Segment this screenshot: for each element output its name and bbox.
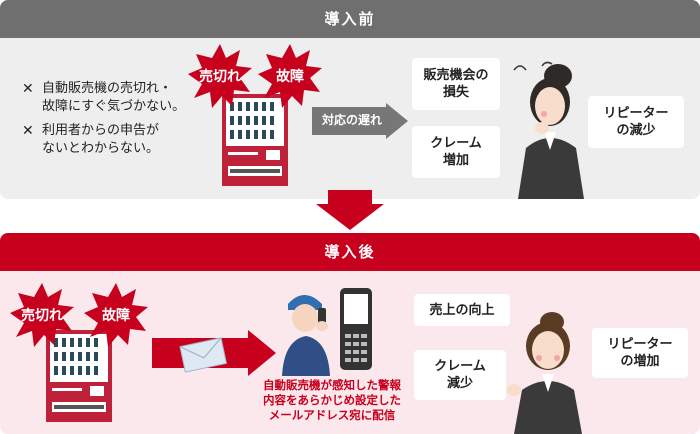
worried-woman-illustration xyxy=(513,61,584,199)
before-bullet-1: ✕ 自動販売機の売切れ・ 故障にすぐ気づかない。 xyxy=(22,80,212,116)
mobile-phone-icon xyxy=(340,288,372,370)
before-header: 導入前 xyxy=(0,0,700,38)
cross-icon: ✕ xyxy=(22,123,34,139)
mail-icon xyxy=(179,337,228,373)
cross-icon: ✕ xyxy=(22,81,34,97)
burst-failure: 故障 xyxy=(102,308,130,324)
vending-machine-icon xyxy=(222,94,288,186)
after-header: 導入後 xyxy=(0,233,700,271)
vending-machine-icon xyxy=(46,330,112,422)
burst-sold-out: 売切れ xyxy=(21,308,63,324)
bullet-text: 自動販売機の売切れ・ 故障にすぐ気づかない。 xyxy=(42,81,186,114)
bubble-opportunity-loss: 販売機会の 損失 xyxy=(412,58,500,110)
burst-shape xyxy=(10,283,74,347)
burst-shape xyxy=(188,44,252,108)
delay-label: 対応の遅れ xyxy=(321,113,382,127)
bubble-repeater-decrease: リピーター の減少 xyxy=(588,96,684,148)
happy-woman-illustration xyxy=(507,312,582,434)
arrow-down-icon xyxy=(316,190,384,230)
burst-sold-out: 売切れ xyxy=(199,69,241,85)
arrow-right-icon xyxy=(312,103,408,139)
bullet-text: 利用者からの申告が ないとわからない。 xyxy=(42,123,160,156)
bubble-sales-increase: 売上の向上 xyxy=(414,294,510,326)
bubble-repeater-increase: リピーター の増加 xyxy=(592,328,688,378)
worker-illustration xyxy=(282,295,330,376)
burst-shape xyxy=(84,283,148,347)
burst-failure: 故障 xyxy=(276,69,304,85)
delivery-caption: 自動販売機が感知した警報 内容をあらかじめ設定した メールアドレス宛に配信 xyxy=(263,378,401,422)
bubble-complaint-decrease: クレーム 減少 xyxy=(414,350,506,400)
burst-shape xyxy=(258,44,322,108)
before-bullet-2: ✕ 利用者からの申告が ないとわからない。 xyxy=(22,122,212,158)
bubble-complaint-increase: クレーム 増加 xyxy=(412,126,500,178)
